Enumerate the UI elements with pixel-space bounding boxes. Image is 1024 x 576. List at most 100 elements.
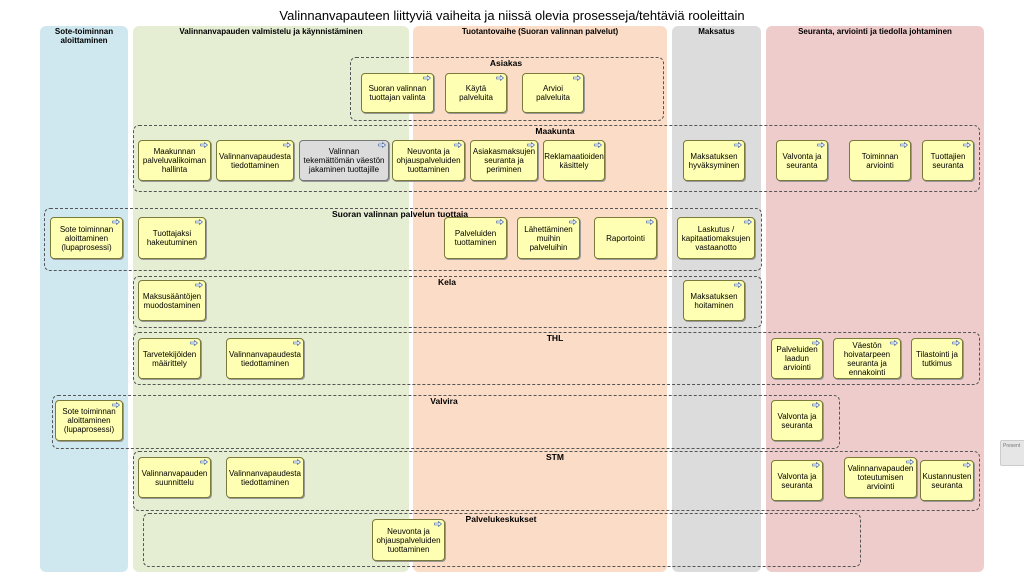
process-box-label: Palveluiden laadun arviointi [776,345,818,372]
process-box-valvira-1[interactable]: Sote toiminnan aloittaminen (lupaprosess… [55,400,123,441]
process-box-label: Tuottajaksi hakeutuminen [146,229,198,247]
process-box-label: Sote toiminnan aloittaminen (lupaprosess… [59,224,114,252]
process-box-label: Valinnanvapaudesta tiedottaminen [219,151,291,170]
process-arrow-icon [963,142,971,148]
process-arrow-icon [952,340,960,346]
process-box-tuottaja-4[interactable]: Lähettäminen muihin palveluihin [517,217,580,259]
process-box-stm-4[interactable]: Valinnanvapauden toteutumisen arviointi [844,457,917,498]
process-arrow-icon [200,459,208,465]
group-palvelukeskukset [143,513,861,567]
process-box-label: Valinnanvapauden toteutumisen arviointi [847,464,914,491]
group-thl [133,332,980,385]
process-arrow-icon [573,75,581,81]
side-panel-thumbnail[interactable]: Present [1000,440,1024,466]
process-arrow-icon [734,142,742,148]
process-box-thl-4[interactable]: Väestön hoivatarpeen seuranta ja ennakoi… [833,338,901,379]
process-box-label: Käytä palveluita [459,84,493,102]
process-box-asiakas-1[interactable]: Suoran valinnan tuottajan valinta [361,73,434,113]
process-arrow-icon [594,142,602,148]
process-box-label: Valinnanvapaudesta tiedottaminen [229,349,301,368]
group-label-stm: STM [546,452,564,462]
group-kela [133,276,762,328]
process-box-pk-1[interactable]: Neuvonta ja ohjauspalveluiden tuottamine… [372,519,445,561]
process-box-thl-1[interactable]: Tarvetekijöiden määrittely [138,338,201,379]
process-arrow-icon [646,219,654,225]
process-box-label: Väestön hoivatarpeen seuranta ja ennakoi… [843,340,891,377]
process-arrow-icon [195,282,203,288]
process-box-label: Tuottajien seuranta [930,151,966,170]
process-box-stm-2[interactable]: Valinnanvapaudesta tiedottaminen [226,457,304,498]
process-box-valvira-2[interactable]: Valvonta ja seuranta [771,400,823,441]
column-label-tuotanto: Tuotantovaihe (Suoran valinnan palvelut) [461,27,619,36]
group-label-tuottaja: Suoran valinnan palvelun tuottaja [331,209,469,219]
process-box-maakunta-10[interactable]: Tuottajien seuranta [922,140,974,181]
group-maakunta [133,125,980,192]
process-box-maakunta-8[interactable]: Valvonta ja seuranta [776,140,828,181]
process-box-maakunta-6[interactable]: Reklamaatioiden käsittely [543,140,605,181]
process-box-thl-5[interactable]: Tilastointi ja tutkimus [911,338,963,379]
process-arrow-icon [817,142,825,148]
process-box-label: Palveluiden tuottaminen [454,229,497,247]
process-box-tuottaja-2[interactable]: Tuottajaksi hakeutuminen [138,217,206,259]
process-arrow-icon [900,142,908,148]
process-box-label: Neuvonta ja ohjauspalveluiden tuottamine… [396,147,461,174]
process-box-maakunta-1[interactable]: Maakunnan palveluvalikoiman hallinta [138,140,211,181]
process-box-label: Laskutus / kapitaatiomaksujen vastaanott… [681,224,751,252]
process-box-label: Neuvonta ja ohjauspalveluiden tuottamine… [376,526,441,554]
process-box-kela-2[interactable]: Maksatuksen hoitaminen [683,280,745,321]
process-arrow-icon [812,462,820,468]
process-box-stm-5[interactable]: Kustannusten seuranta [920,460,974,501]
process-box-kela-1[interactable]: Maksusääntöjen muodostaminen [138,280,206,321]
process-arrow-icon [527,142,535,148]
process-arrow-icon [378,142,386,148]
group-label-valvira: Valvira [430,396,458,406]
process-arrow-icon [200,142,208,148]
process-box-maakunta-2[interactable]: Valinnanvapaudesta tiedottaminen [216,140,294,181]
process-box-maakunta-9[interactable]: Toiminnan arviointi [849,140,911,181]
process-box-tuottaja-6[interactable]: Laskutus / kapitaatiomaksujen vastaanott… [677,217,755,259]
process-box-label: Valvonta ja seuranta [777,471,817,490]
process-box-label: Valinnan tekemättömän väestön jakaminen … [303,147,385,174]
process-arrow-icon [496,75,504,81]
process-box-stm-1[interactable]: Valinnanvapauden suunnittelu [138,457,211,498]
process-arrow-icon [744,219,752,225]
process-arrow-icon [454,142,462,148]
process-box-label: Tilastointi ja tutkimus [916,349,958,368]
group-label-palvelukeskukset: Palvelukeskukset [465,514,537,524]
process-arrow-icon [434,521,442,527]
process-box-tuottaja-5[interactable]: Raportointi [594,217,657,259]
process-arrow-icon [906,459,914,465]
process-box-thl-3[interactable]: Palveluiden laadun arviointi [771,338,823,379]
process-arrow-icon [423,75,431,81]
process-arrow-icon [496,219,504,225]
group-stm [133,451,980,511]
group-label-kela: Kela [438,277,456,287]
process-arrow-icon [293,340,301,346]
process-box-tuottaja-1[interactable]: Sote toiminnan aloittaminen (lupaprosess… [50,217,123,259]
process-arrow-icon [569,219,577,225]
process-box-label: Suoran valinnan tuottajan valinta [368,84,427,102]
process-box-label: Maksusääntöjen muodostaminen [142,291,202,310]
process-arrow-icon [812,402,820,408]
process-box-label: Toiminnan arviointi [861,151,899,170]
group-label-thl: THL [546,333,564,343]
group-label-maakunta: Maakunta [535,126,575,136]
process-box-asiakas-2[interactable]: Käytä palveluita [445,73,507,113]
process-box-maakunta-4[interactable]: Neuvonta ja ohjauspalveluiden tuottamine… [392,140,465,181]
process-box-maakunta-3[interactable]: Valinnan tekemättömän väestön jakaminen … [299,140,389,181]
process-box-maakunta-7[interactable]: Maksatuksen hyväksyminen [683,140,745,181]
process-box-label: Reklamaatioiden käsittely [544,151,604,170]
process-box-tuottaja-3[interactable]: Palveluiden tuottaminen [444,217,507,259]
process-box-maakunta-5[interactable]: Asiakasmaksujen seuranta ja periminen [470,140,538,181]
group-label-asiakas: Asiakas [489,58,523,68]
process-box-label: Lähettäminen muihin palveluihin [524,224,573,252]
process-arrow-icon [195,219,203,225]
process-box-stm-3[interactable]: Valvonta ja seuranta [771,460,823,501]
process-box-label: Asiakasmaksujen seuranta ja periminen [472,147,536,174]
process-arrow-icon [812,340,820,346]
group-asiakas [350,57,664,121]
process-box-asiakas-3[interactable]: Arvioi palveluita [522,73,584,113]
process-arrow-icon [963,462,971,468]
process-box-label: Tarvetekijöiden määrittely [142,349,197,368]
process-box-thl-2[interactable]: Valinnanvapaudesta tiedottaminen [226,338,304,379]
